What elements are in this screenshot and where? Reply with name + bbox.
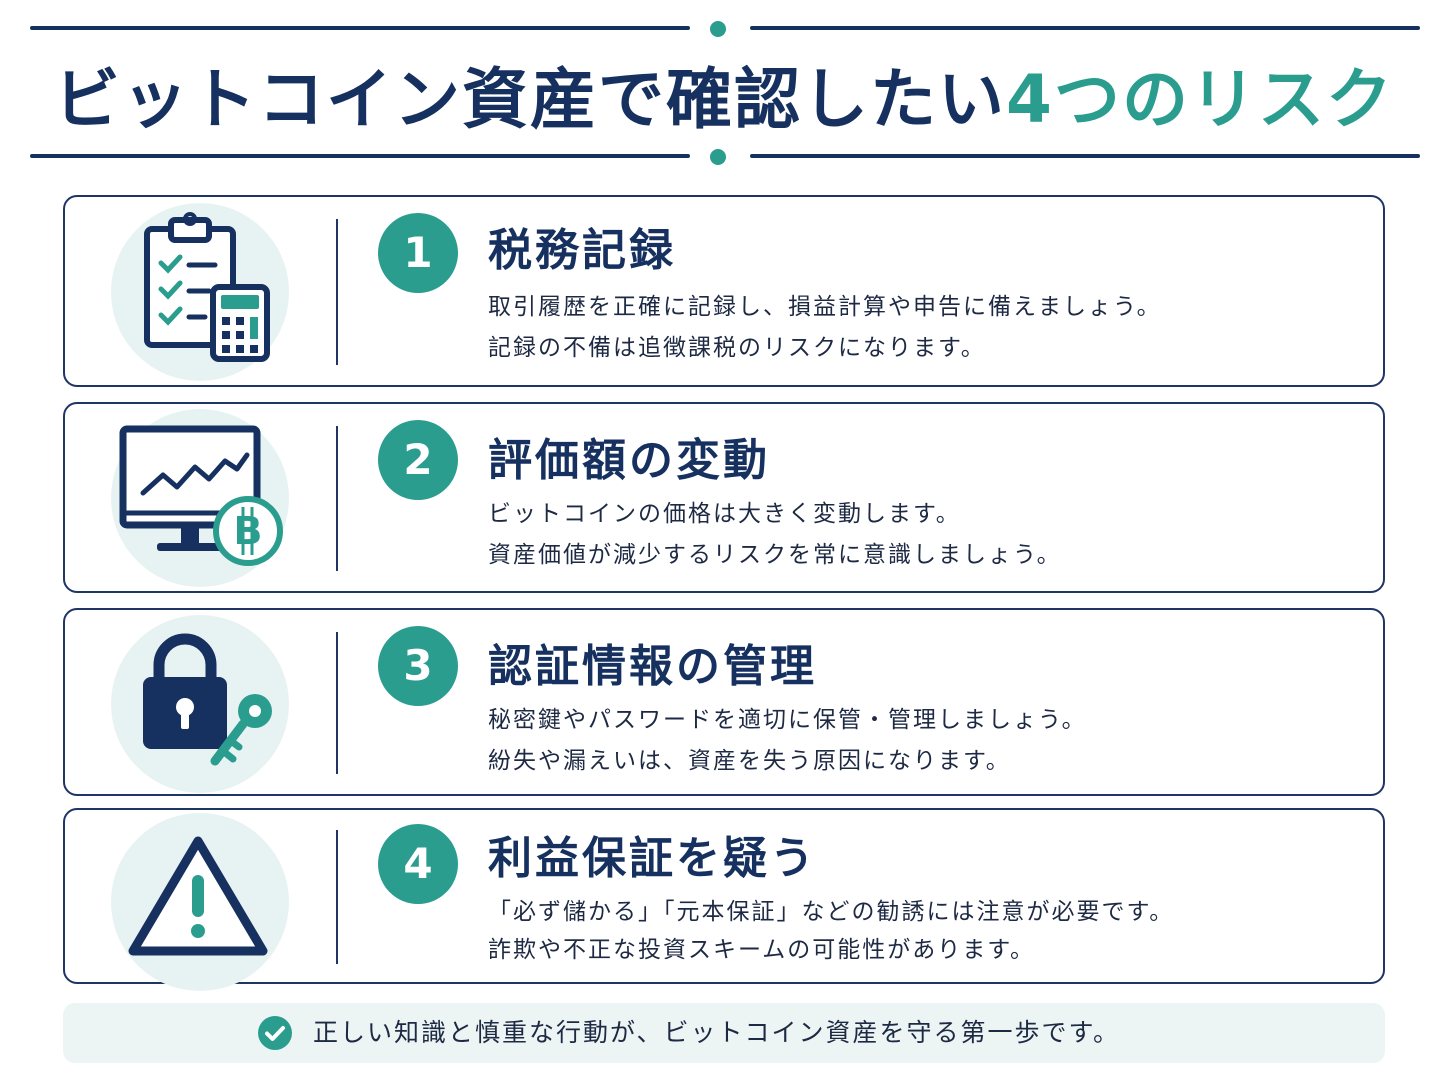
risk-heading: 税務記録 [488, 225, 676, 276]
card-divider [336, 219, 338, 365]
clipboard-calculator-icon [111, 203, 289, 381]
header-bottom-dot [710, 149, 726, 165]
risk-desc-line-1: 秘密鍵やパスワードを適切に保管・管理しましょう。 [488, 707, 1087, 733]
warning-triangle-icon [111, 813, 289, 991]
check-circle-icon [258, 1016, 292, 1050]
footer-text: 正しい知識と慎重な行動が、ビットコイン資産を守る第一歩です。 [313, 1018, 1121, 1047]
risk-number-badge: 3 [378, 626, 458, 706]
monitor-chart-bitcoin-icon: B [111, 409, 289, 587]
risk-desc-line-2: 紛失や漏えいは、資産を失う原因になります。 [488, 748, 1011, 774]
risk-desc-line-1: ビットコインの価格は大きく変動します。 [488, 501, 961, 527]
footer-banner: 正しい知識と慎重な行動が、ビットコイン資産を守る第一歩です。 [63, 1003, 1385, 1063]
header-bottom-rule-left [30, 154, 690, 158]
risk-number-badge: 4 [378, 824, 458, 904]
risk-desc-line-1: 「必ず儲かる」「元本保証」などの勧誘には注意が必要です。 [488, 899, 1175, 925]
card-divider [336, 830, 338, 964]
risk-number-badge: 1 [378, 213, 458, 293]
page-title-accent: 4つのリスク [1006, 61, 1394, 138]
risk-heading: 評価額の変動 [488, 435, 770, 486]
risk-heading: 利益保証を疑う [488, 833, 817, 884]
risk-card-1: 1 税務記録 取引履歴を正確に記録し、損益計算や申告に備えましょう。 記録の不備… [63, 195, 1385, 387]
page-title: ビットコイン資産で確認したい4つのリスク [0, 55, 1448, 145]
card-divider [336, 632, 338, 774]
header-top-dot [710, 21, 726, 37]
header-top-rule-left [30, 26, 690, 30]
page-title-main: ビットコイン資産で確認したい [54, 61, 1007, 138]
risk-desc-line-1: 取引履歴を正確に記録し、損益計算や申告に備えましょう。 [488, 294, 1162, 320]
risk-desc-line-2: 資産価値が減少するリスクを常に意識しましょう。 [488, 542, 1062, 568]
svg-text:B: B [234, 509, 263, 553]
risk-card-2: B 2 評価額の変動 ビットコインの価格は大きく変動します。 資産価値が減少する… [63, 402, 1385, 593]
risk-card-3: 3 認証情報の管理 秘密鍵やパスワードを適切に保管・管理しましょう。 紛失や漏え… [63, 608, 1385, 796]
lock-key-icon [111, 615, 289, 793]
card-divider [336, 426, 338, 571]
risk-desc-line-2: 詐欺や不正な投資スキームの可能性があります。 [488, 937, 1036, 963]
risk-heading: 認証情報の管理 [488, 641, 817, 692]
risk-desc-line-2: 記録の不備は追徴課税のリスクになります。 [488, 335, 986, 361]
risk-card-4: 4 利益保証を疑う 「必ず儲かる」「元本保証」などの勧誘には注意が必要です。 詐… [63, 808, 1385, 991]
risk-number-badge: 2 [378, 420, 458, 500]
header-top-rule-right [750, 26, 1420, 30]
header-bottom-rule-right [750, 154, 1420, 158]
